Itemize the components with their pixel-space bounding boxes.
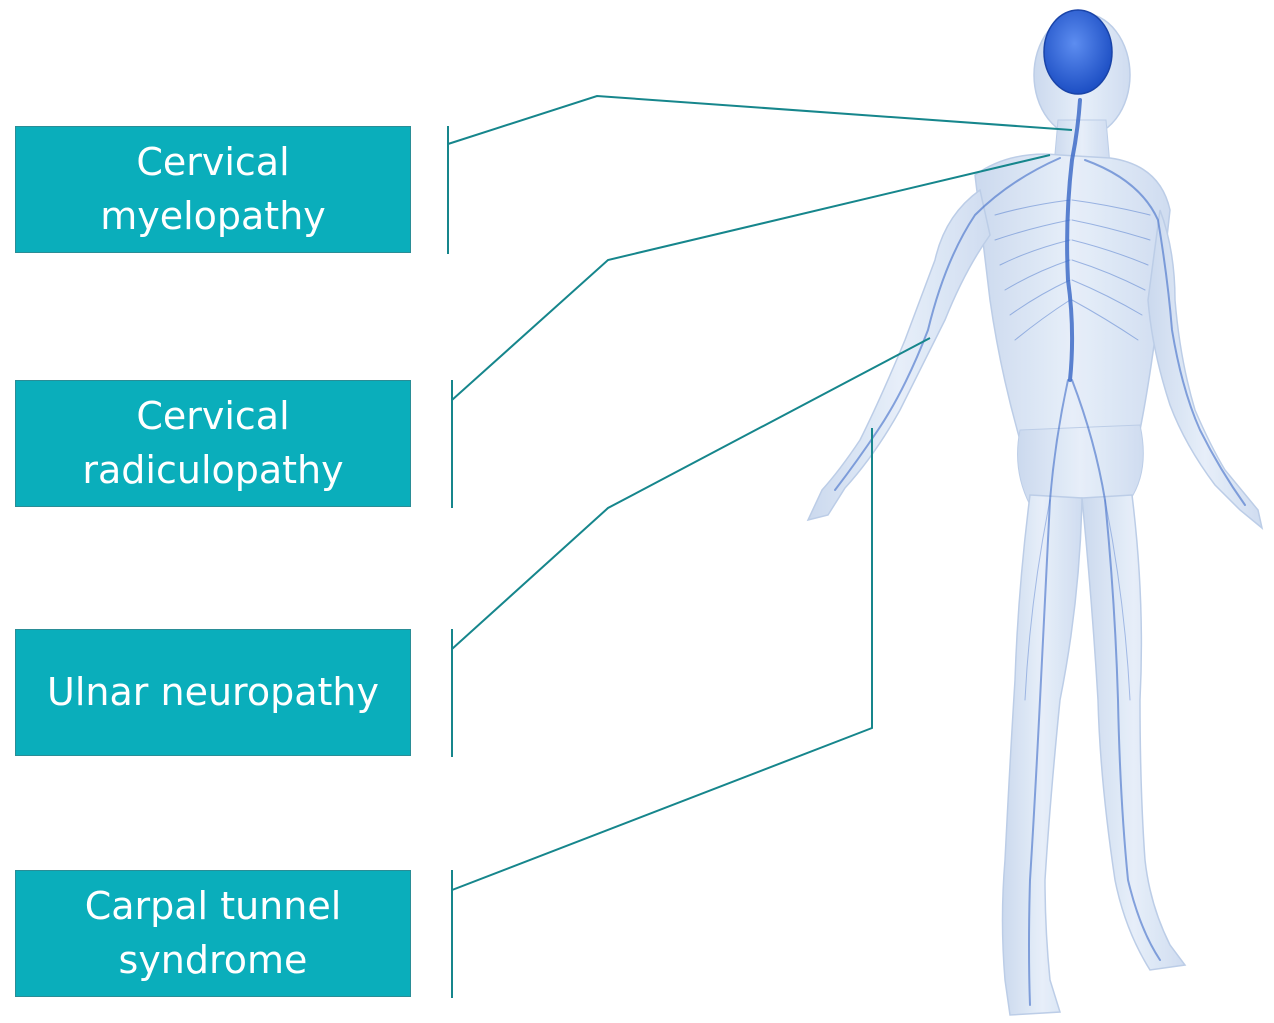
label-carpal-tunnel-syndrome: Carpal tunnel syndrome (15, 870, 411, 997)
label-line-2: radiculopathy (82, 444, 343, 498)
label-ulnar-neuropathy: Ulnar neuropathy (15, 629, 411, 756)
label-line-2: syndrome (85, 934, 342, 988)
label-line-1: Ulnar neuropathy (47, 666, 379, 720)
label-line-1: Cervical (100, 136, 326, 190)
label-cervical-myelopathy: Cervical myelopathy (15, 126, 411, 253)
label-cervical-radiculopathy: Cervical radiculopathy (15, 380, 411, 507)
brain-icon (1044, 10, 1112, 94)
label-line-1: Cervical (82, 390, 343, 444)
label-line-2: myelopathy (100, 190, 326, 244)
body-silhouette (808, 13, 1262, 1015)
label-line-1: Carpal tunnel (85, 880, 342, 934)
